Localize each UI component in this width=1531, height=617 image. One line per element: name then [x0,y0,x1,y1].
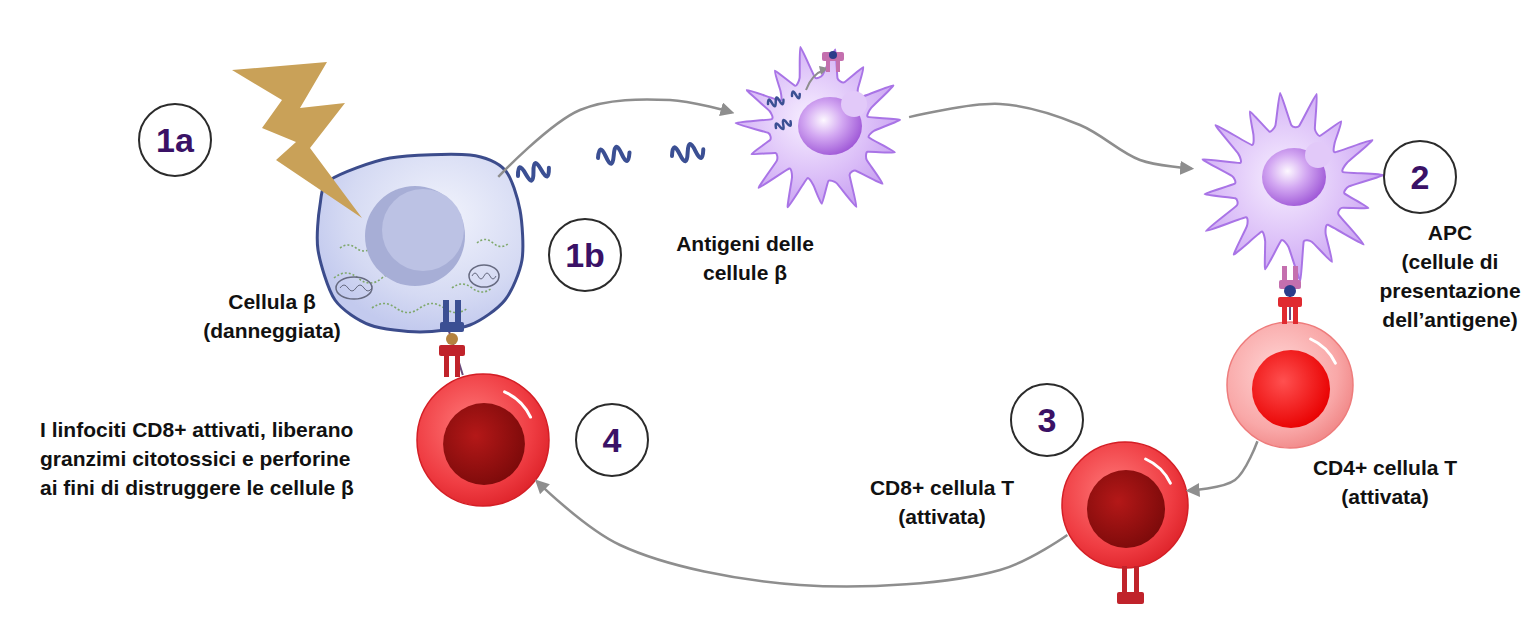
mhc-receptor [1293,266,1298,284]
t-cell-membrane [417,374,549,506]
cell-label: CD8+ cellula T (attivata) [862,473,1022,531]
tcr-receptor [1293,306,1298,324]
cell-illustration [1225,320,1355,450]
cell-node: CD4+ cellula T (attivata) [1225,320,1355,450]
cell-nucleus [1087,470,1165,548]
connector-arrow [537,481,1067,586]
mhc-receptor [826,60,830,72]
tcr-receptor [444,355,449,377]
tcr-receptor [439,345,465,356]
tcr-receptor [1278,297,1302,307]
cell-highlight [505,392,531,417]
cell-label: CD4+ cellula T (attivata) [1305,453,1465,511]
cell-node: I linfociti CD8+ attivati, liberano gran… [415,372,551,508]
dendritic-cell-membrane [736,47,900,207]
cell-label: I linfociti CD8+ attivati, liberano gran… [40,415,362,502]
cell-nucleus [1252,350,1330,428]
antigen-fragment [670,142,705,164]
antigen-fragment [791,90,801,100]
antigen-peptide [446,333,458,345]
callout-number: 4 [575,403,649,477]
mhc-receptor [443,300,449,326]
tcr-receptor [1122,566,1127,594]
nucleus-notch [841,91,867,117]
receptor-contact [449,331,463,375]
tcr-receptor [455,355,460,377]
cell-node: Cellula β (danneggiata) [312,148,528,334]
nucleus-notch [1305,142,1331,168]
antigen-fragment [597,145,631,166]
tcr-receptor [1134,566,1139,594]
cell-membrane [317,154,523,332]
endoplasmic-reticulum [477,240,509,247]
mitochondrion [472,273,496,279]
mitochondrion [336,277,372,299]
dendritic-cell-membrane [1203,93,1384,280]
antigen-peptide [829,51,837,59]
callout-number: 3 [1010,383,1084,457]
cell-description: (cellule di presentazione dell’antigene) [1372,247,1528,334]
cell-illustration [1060,440,1190,570]
damage-bolt [232,62,362,218]
callout-number: 2 [1383,140,1457,214]
mhc-receptor [455,300,461,326]
mhc-receptor [1282,266,1287,284]
mhc-receptor [822,52,844,61]
callout-number: 1a [138,103,212,177]
antigen-fragment [767,96,785,108]
tcr-receptor [1282,306,1287,324]
cell-illustration [730,40,910,220]
cell-nucleus [382,189,464,271]
mhc-receptor [440,322,464,332]
processing-arrow-head [819,66,828,75]
cell-node: Antigeni delle cellule β [730,40,910,220]
processing-arrow [806,70,824,90]
mhc-receptor [836,60,840,72]
cell-highlight [1311,339,1336,363]
antigen-peptide [1284,285,1296,297]
cell-node: CD8+ cellula T (attivata) [1060,440,1190,570]
cell-node: APC(cellule di presentazione dell’antige… [1190,85,1390,285]
callout-number: 1b [548,218,622,292]
cell-label: APC [1372,218,1528,247]
endoplasmic-reticulum [372,304,468,313]
t-cell-membrane [1227,322,1353,448]
cell-illustration [415,372,551,508]
connector-arrow [909,104,1191,169]
connector-arrow [1188,441,1257,490]
cell-nucleus [443,403,525,485]
cell-highlight [1146,459,1171,483]
cell-illustration [312,148,528,334]
t-cell-membrane [1062,442,1188,568]
cell-illustration [1190,85,1390,285]
connector-arrow [498,99,731,176]
cell-label: Antigeni delle cellule β [670,229,820,287]
antigen-fragment [516,160,551,184]
receptor-contact [1289,285,1291,320]
cell-nucleus [365,186,465,286]
tcr-receptor [1117,592,1144,604]
mitochondrion [469,265,499,287]
mhc-receptor [1279,280,1301,289]
antigen-fragment [774,118,792,132]
endoplasmic-reticulum [452,284,492,292]
mitochondrion [340,285,372,291]
cell-label: Cellula β (danneggiata) [187,287,357,345]
